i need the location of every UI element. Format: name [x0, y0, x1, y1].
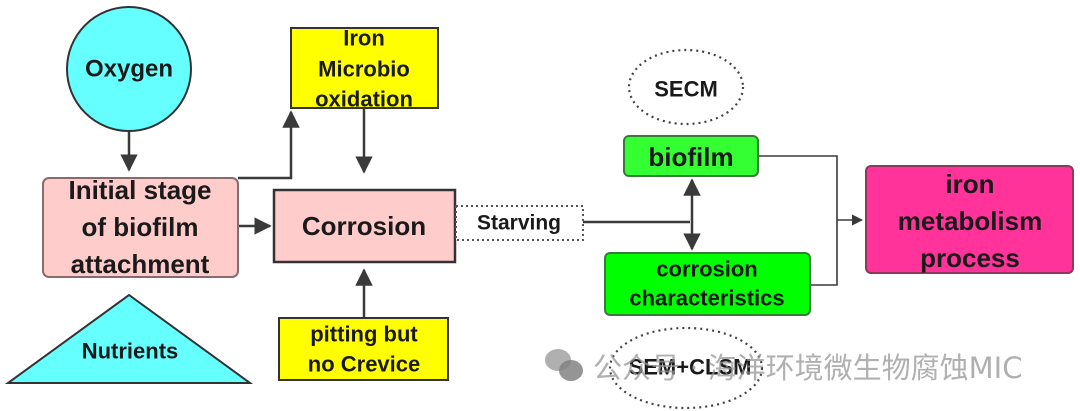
- node-biofilm-label: biofilm: [648, 142, 733, 172]
- node-starving-label: Starving: [477, 212, 561, 235]
- node-iron-microbio: Iron Microbio oxidation: [290, 26, 439, 112]
- node-starving: Starving: [455, 205, 584, 241]
- node-secm: SECM: [627, 48, 745, 126]
- node-corrosion-characteristics: corrosion characteristics: [604, 252, 811, 316]
- node-initial-stage-line2: of biofilm: [82, 212, 199, 242]
- node-pitting-line2: no Crevice: [308, 352, 421, 377]
- node-initial-stage-line3: attachment: [71, 249, 210, 279]
- node-initial-stage-line1: Initial stage: [68, 175, 211, 205]
- wechat-icon: [545, 349, 585, 383]
- node-biofilm: biofilm: [623, 135, 759, 177]
- node-iron-metabolism-line1: iron: [945, 169, 994, 199]
- node-iron-microbio-line1: Iron: [343, 26, 385, 51]
- node-sem-clsm: SEM+CLSM: [608, 326, 764, 410]
- node-iron-metabolism-line2: metabolism: [898, 206, 1043, 236]
- node-corrosion: Corrosion: [272, 188, 457, 264]
- watermark: 公众号 · 海洋环境微生物腐蚀MIC: [545, 345, 1022, 387]
- node-pitting: pitting but no Crevice: [278, 317, 449, 381]
- node-nutrients: Nutrients: [4, 293, 254, 384]
- node-iron-microbio-line2: Microbio: [318, 57, 410, 82]
- node-corrosion-characteristics-line1: corrosion: [656, 257, 757, 282]
- node-iron-metabolism-line3: process: [920, 243, 1020, 273]
- node-oxygen-label: Oxygen: [85, 56, 173, 83]
- node-iron-metabolism: iron metabolism process: [865, 165, 1074, 274]
- node-initial-stage: Initial stage of biofilm attachment: [42, 175, 239, 279]
- edge-initial-iron: [238, 110, 300, 180]
- node-oxygen: Oxygen: [66, 6, 192, 132]
- node-secm-label: SECM: [654, 77, 718, 102]
- node-corrosion-characteristics-line2: characteristics: [629, 286, 784, 311]
- node-nutrients-label: Nutrients: [82, 339, 179, 364]
- watermark-text: 公众号 · 海洋环境微生物腐蚀MIC: [593, 351, 1023, 385]
- node-iron-microbio-line3: oxidation: [315, 87, 413, 112]
- node-pitting-line1: pitting but: [310, 322, 418, 347]
- node-sem-clsm-label: SEM+CLSM: [629, 355, 752, 380]
- node-corrosion-label: Corrosion: [302, 211, 426, 241]
